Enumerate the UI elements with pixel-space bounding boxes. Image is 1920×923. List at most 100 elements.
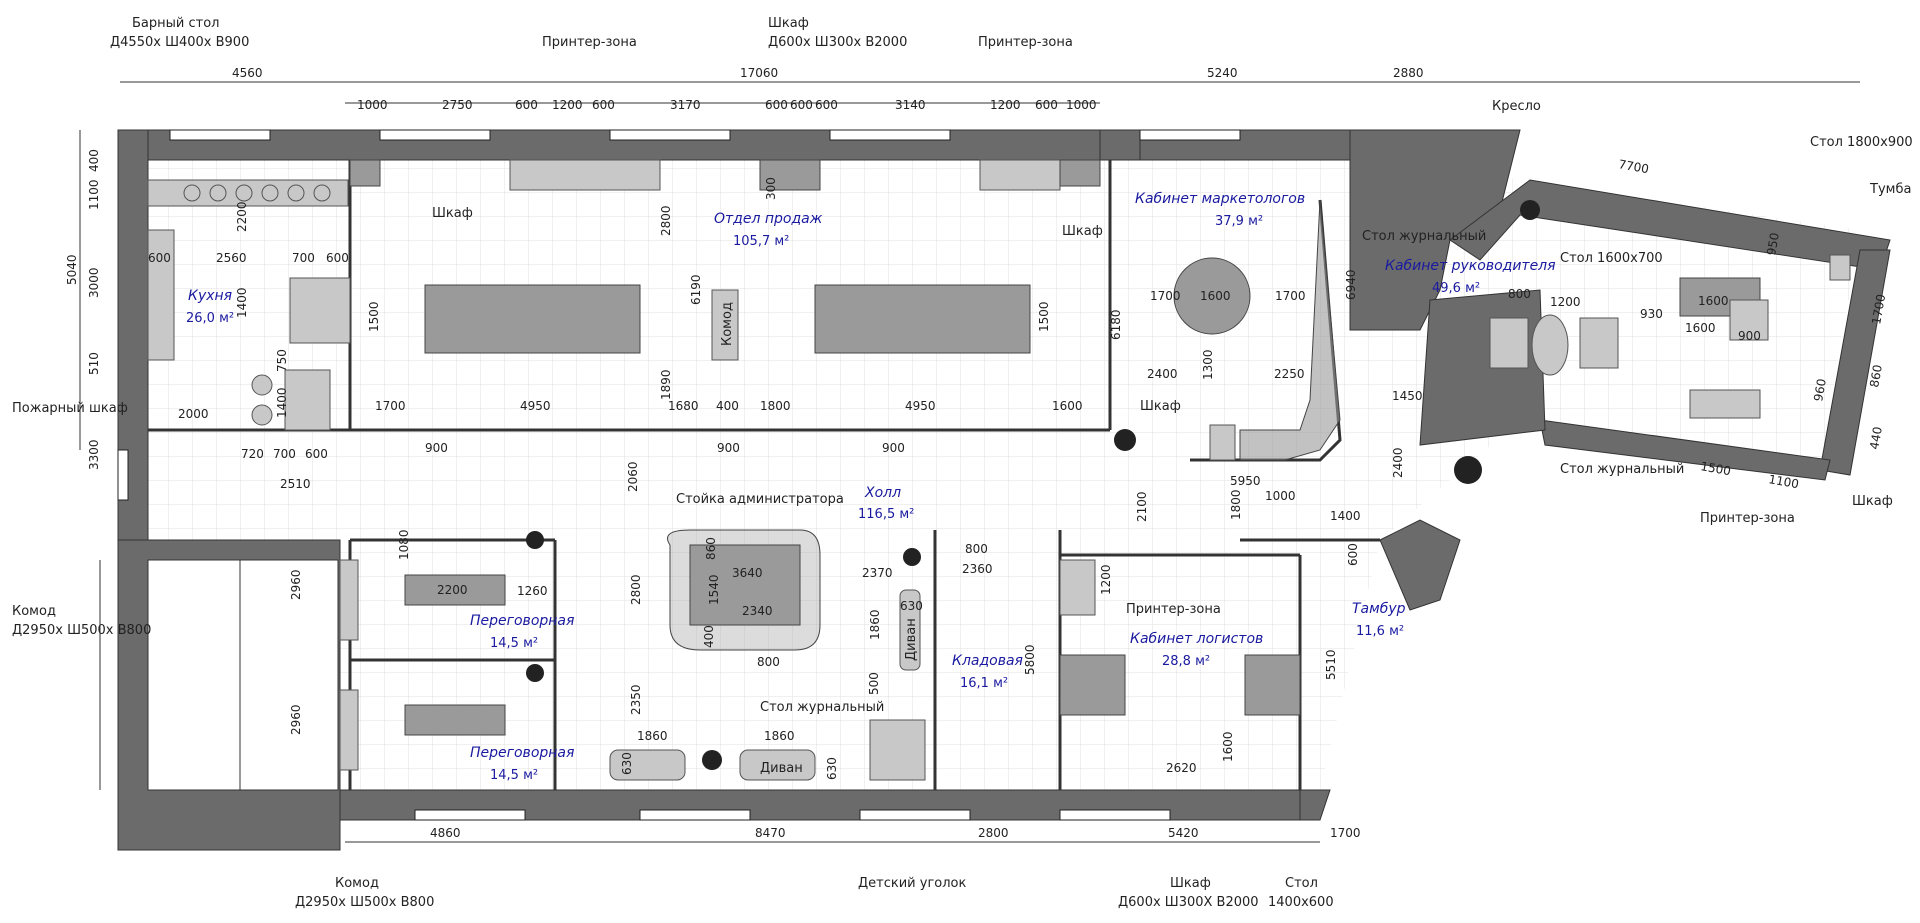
label-bar-table: Барный стол [132, 16, 219, 31]
dim: 800 [757, 655, 780, 669]
dim-top-outer: 17060 [740, 66, 778, 80]
label-wardrobe-kitchen: Шкаф [432, 206, 473, 221]
dim-top-outer: 4560 [232, 66, 263, 80]
dim-left: 2960 [289, 704, 303, 735]
dim: 1450 [1392, 389, 1423, 403]
dim-bottom: 4860 [430, 826, 461, 840]
dim: 4950 [905, 399, 936, 413]
dim: 1700 [1869, 293, 1888, 326]
dim: 860 [704, 537, 718, 560]
room-meeting2-name: Переговорная [470, 745, 574, 761]
dim: 1600 [1221, 731, 1235, 762]
dim-left: 400 [87, 149, 101, 172]
dim-left: 510 [87, 352, 101, 375]
dim: 1860 [868, 609, 882, 640]
label-wardrobe-bottom: Шкаф [1170, 876, 1211, 891]
dim: 1000 [1265, 489, 1296, 503]
dim: 1400 [275, 387, 289, 418]
dim: 2200 [235, 201, 249, 232]
room-sales-area: 105,7 м² [733, 234, 789, 249]
reception-desk [667, 529, 821, 651]
dim: 720 [241, 447, 264, 461]
dims-left: 5040 1100 400 3000 510 3300 2960 2960 [65, 149, 303, 735]
dimension-lines [79, 81, 1860, 843]
room-meeting2-area: 14,5 м² [490, 768, 538, 783]
room-director-area: 49,6 м² [1432, 281, 1480, 296]
dim: 600 [148, 251, 171, 265]
dim: 1400 [235, 287, 249, 318]
label-wardrobe-top-dims: Д600х Ш300х В2000 [768, 35, 907, 50]
room-logistics-name: Кабинет логистов [1130, 631, 1263, 647]
room-kitchen-name: Кухня [188, 288, 232, 304]
dim: 630 [825, 757, 839, 780]
dim: 1100 [1767, 472, 1800, 491]
dim-top-inner: 600 [815, 98, 838, 112]
label-table-1600-dir: 1600 [1685, 321, 1716, 335]
dims-top-outer: 4560 17060 5240 2880 [232, 66, 1424, 80]
label-reception-dim: 1300 [1201, 349, 1215, 380]
dim: 2620 [1166, 761, 1197, 775]
dim: 6940 [1344, 269, 1358, 300]
label-dresser-left: Комод [12, 604, 56, 619]
label-table-bottom-dims: 1400х600 [1268, 895, 1334, 910]
dim: 600 [1346, 543, 1360, 566]
room-labels: Кухня 26,0 м² Отдел продаж 105,7 м² Каби… [186, 191, 1556, 783]
dim-left: 5040 [65, 254, 79, 285]
dim: 1800 [1229, 489, 1243, 520]
dim: 2250 [1274, 367, 1305, 381]
dim: 3640 [732, 566, 763, 580]
dim: 400 [716, 399, 739, 413]
label-table-bottom: Стол [1285, 876, 1318, 891]
plant-icons [526, 200, 1540, 770]
dim: 2800 [659, 205, 673, 236]
dim: 5510 [1324, 649, 1338, 680]
label-coffee-table-dir: Стол журнальный [1560, 462, 1684, 477]
marketing-furniture [1173, 199, 1341, 461]
room-marketing-name: Кабинет маркетологов [1135, 191, 1305, 207]
dim: 2340 [742, 604, 773, 618]
annotation-labels: Барный стол Д4550х Ш400х В900 Принтер-зо… [12, 16, 1913, 910]
logistics-furniture [1059, 559, 1301, 716]
label-tumba: Тумба [1869, 182, 1911, 197]
dim: 2370 [862, 566, 893, 580]
dim: 600 [326, 251, 349, 265]
dim: 1680 [668, 399, 699, 413]
dim: 960 [1811, 378, 1829, 403]
dim: 950 [1764, 232, 1782, 257]
dim: 900 [425, 441, 448, 455]
dim-bottom: 8470 [755, 826, 786, 840]
label-wardrobe-top: Шкаф [768, 16, 809, 31]
label-wardrobe-marketing: Шкаф [1140, 399, 1181, 414]
dim-top-inner: 1000 [357, 98, 388, 112]
label-fire-cabinet: Пожарный шкаф [12, 401, 128, 416]
dim: 500 [867, 672, 881, 695]
dim-top-inner: 600 [1035, 98, 1058, 112]
dim: 2060 [626, 461, 640, 492]
label-kids-corner: Детский уголок [858, 876, 966, 891]
room-storage-name: Кладовая [952, 653, 1023, 669]
dim: 1700 [375, 399, 406, 413]
dim: 630 [900, 599, 923, 613]
dims-misc: 600 2560 700 600 1400 2200 750 1400 2000… [148, 157, 1888, 780]
room-vestibule-area: 11,6 м² [1356, 624, 1404, 639]
dim: 4950 [520, 399, 551, 413]
dim: 800 [1508, 287, 1531, 301]
dim: 1860 [637, 729, 668, 743]
room-storage-area: 16,1 м² [960, 676, 1008, 691]
room-logistics-area: 28,8 м² [1162, 654, 1210, 669]
label-wardrobe-sales: Шкаф [1062, 224, 1103, 239]
dim-top-outer: 2880 [1393, 66, 1424, 80]
dim-bottom: 5420 [1168, 826, 1199, 840]
room-meeting1-name: Переговорная [470, 613, 574, 629]
dim: 2560 [216, 251, 247, 265]
dim: 2200 [437, 583, 468, 597]
dim: 1500 [1037, 301, 1051, 332]
plant-icon [702, 750, 722, 770]
dims-bottom: 4860 8470 2800 5420 1700 [430, 826, 1361, 840]
room-hall-area: 116,5 м² [858, 507, 914, 522]
label-dresser-bottom-dims: Д2950х Ш500х В800 [295, 895, 434, 910]
stairwell [147, 559, 339, 791]
dim-top-inner: 1200 [552, 98, 583, 112]
dim: 630 [620, 752, 634, 775]
label-printer-zone-dir: Принтер-зона [1700, 511, 1795, 526]
